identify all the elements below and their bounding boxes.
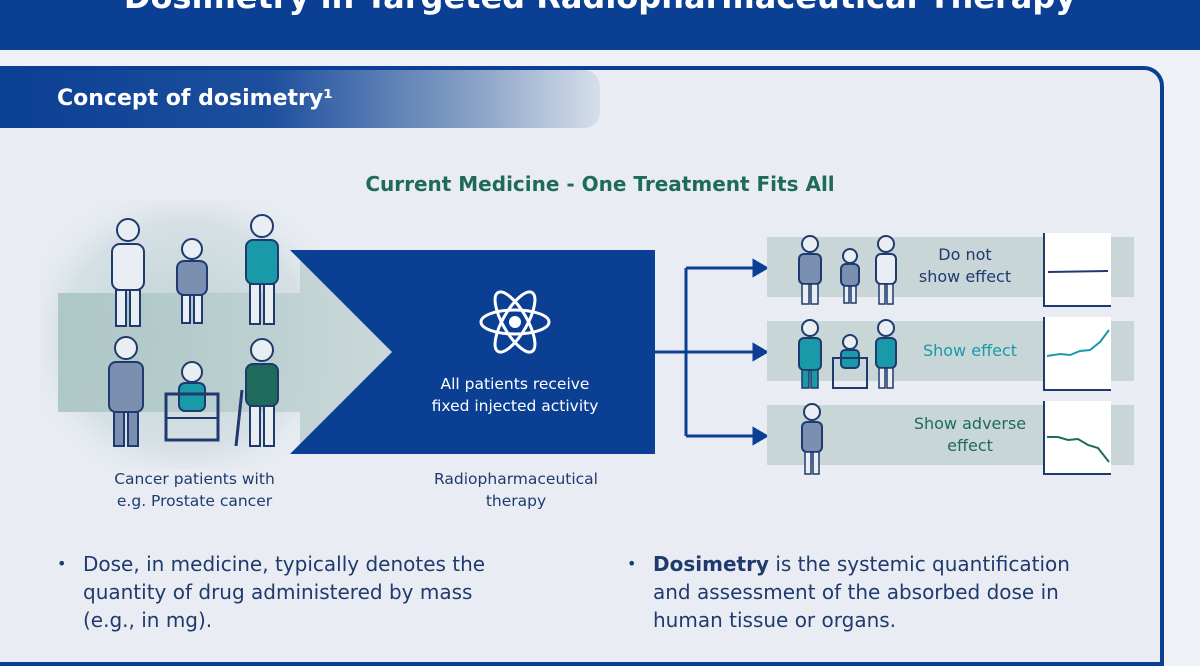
page-title: Dosimetry in Targeted Radiopharmaceutica… [0,0,1200,16]
outcome-people [798,235,897,475]
center-text: All patients receive fixed injected acti… [410,373,620,417]
trend-flat-line [1047,270,1109,273]
bullet-line: is the systemic quantification [768,552,1070,576]
person-icon [798,319,822,389]
bullet-dosimetry: • Dosimetry is the systemic quantificati… [627,550,1133,634]
therapy-caption-line1: Radiopharmaceutical [433,470,598,488]
wheelchair-icon [164,361,220,442]
patients-caption: Cancer patients with e.g. Prostate cance… [92,468,297,512]
center-text-line2: fixed injected activity [431,397,599,415]
bullet-line-first: Dosimetry is the systemic quantification [653,550,1133,578]
patients-caption-line2: e.g. Prostate cancer [116,492,273,510]
arrow-icon [752,426,769,446]
outcome-label-adverse: Show adverse effect [900,413,1040,457]
bullet-line: and assessment of the absorbed dose in [653,580,1059,604]
outcome-rows [767,233,1134,475]
therapy-arrow [290,250,655,454]
person-icon [875,319,897,389]
outcome-label-line: Show adverse [913,414,1027,433]
outcome-label-line: Show effect [922,341,1018,360]
center-text-line1: All patients receive [440,375,590,393]
therapy-caption-line2: therapy [485,492,547,510]
atom-icon [479,290,551,354]
outcome-label-line: effect [947,436,993,455]
arrow-icon [752,258,769,278]
concept-tab: Concept of dosimetry¹ [0,70,600,128]
patients-caption-line1: Cancer patients with [114,470,275,488]
person-icon [245,214,279,325]
person-icon [840,248,860,304]
trend-down-line [1047,436,1110,463]
outcome-label-line: Do not [938,245,992,264]
bullet-dot: • [57,554,67,573]
person-icon [111,218,145,327]
dosimetry-term: Dosimetry [653,552,769,576]
person-icon [875,235,897,305]
bullet-line: quantity of drug administered by mass [83,580,473,604]
concept-heading: Concept of dosimetry¹ [57,86,333,111]
wheelchair-icon [832,334,868,389]
header-bar: Dosimetry in Targeted Radiopharmaceutica… [0,0,1200,50]
diagram-subtitle: Current Medicine - One Treatment Fits Al… [365,172,835,196]
person-icon [798,235,822,305]
bullet-line: Dose, in medicine, typically denotes the [83,552,486,576]
bullet-line: (e.g., in mg). [83,608,213,632]
cane-icon [234,338,279,447]
person-icon [176,238,208,324]
person-icon [801,403,823,475]
branch-arrows [655,258,769,446]
outcome-label-effect: Show effect [905,340,1035,362]
outcome-label-no-effect: Do not show effect [905,244,1025,288]
therapy-caption: Radiopharmaceutical therapy [410,468,622,512]
patient-group [108,214,279,447]
bullet-line: human tissue or organs. [653,608,897,632]
arrow-icon [752,342,769,362]
trend-up-line [1046,329,1110,357]
outcome-label-line: show effect [918,267,1012,286]
person-icon [108,336,144,447]
bullet-dose: • Dose, in medicine, typically denotes t… [57,550,563,634]
bullet-dot: • [627,554,637,573]
diagram-graphics [40,200,1134,475]
